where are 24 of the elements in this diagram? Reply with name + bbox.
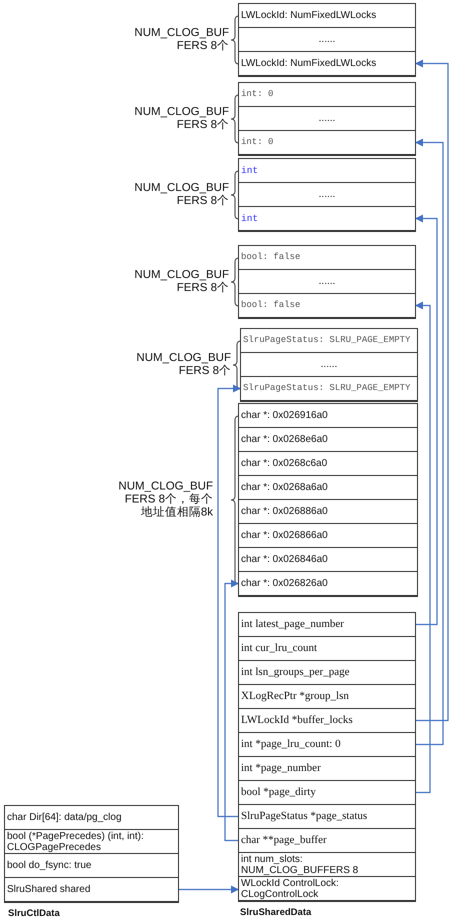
memory-block-box	[238, 403, 418, 597]
memory-block-box	[238, 158, 416, 232]
memory-block-box	[238, 612, 416, 902]
brace-label: NUM_CLOG_BUFFERS 8个，每个地址值相隔8k	[117, 480, 213, 520]
connector-arrow	[415, 214, 438, 626]
connector-arrow	[178, 886, 239, 894]
struct-caption: SlruSharedData	[240, 906, 312, 919]
memory-block-box	[240, 328, 418, 402]
connector-arrow	[415, 138, 444, 746]
memory-block-box	[238, 82, 416, 156]
struct-field: WLockId ControlLock: CLogControlLock	[238, 876, 416, 901]
memory-block-box	[238, 3, 416, 77]
brace-label: NUM_CLOG_BUFFERS 8个	[133, 269, 229, 295]
brace-label: NUM_CLOG_BUFFERS 8个	[133, 27, 229, 53]
memory-block-box	[4, 805, 179, 903]
connector-arrow	[415, 60, 449, 722]
connector-arrow	[415, 302, 431, 794]
brace-label: NUM_CLOG_BUFFERS 8个	[133, 106, 229, 132]
memory-block-box	[238, 245, 416, 319]
connector-arrow	[217, 384, 241, 818]
brace-label: NUM_CLOG_BUFFERS 8个	[135, 352, 231, 378]
struct-caption: SlruCtlData	[8, 907, 60, 920]
connector-arrow	[224, 580, 239, 842]
brace-label: NUM_CLOG_BUFFERS 8个	[133, 182, 229, 208]
